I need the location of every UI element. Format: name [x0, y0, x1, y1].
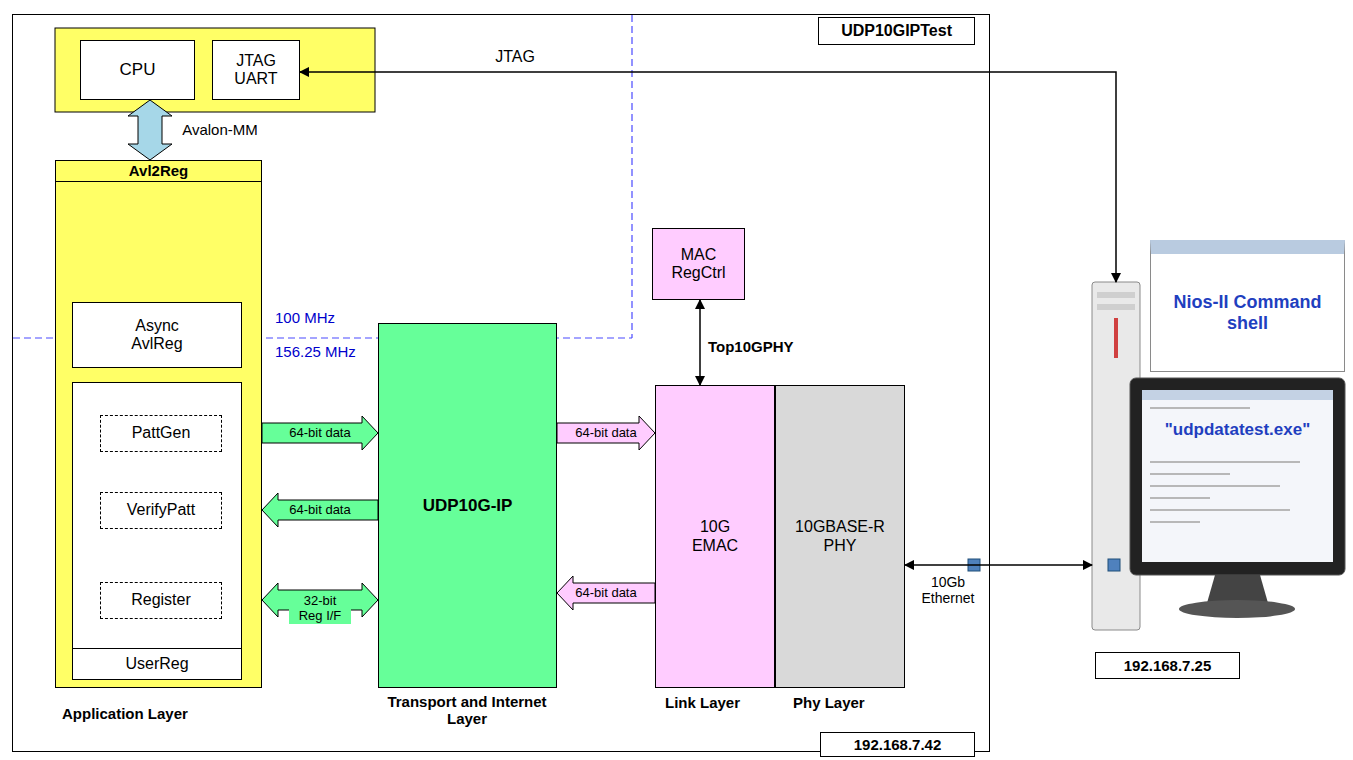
- ip-address-box: 192.168.7.42: [820, 732, 975, 757]
- mac-reg-box: MAC RegCtrl: [652, 228, 745, 300]
- data-arrow: [557, 416, 655, 450]
- box-label: 192.168.7.25: [1124, 657, 1212, 674]
- layer-label: 100 MHz: [275, 309, 335, 326]
- box-label: Async AvlReg: [122, 317, 192, 354]
- edge-label: 64-bit data: [573, 426, 638, 441]
- data-arrow: [262, 493, 378, 527]
- box-label: Nios-II Command shell: [1155, 292, 1340, 333]
- layer-label: Transport and Internet Layer: [372, 693, 562, 728]
- uart-box: JTAG UART: [212, 40, 300, 100]
- edge-label: 64-bit data: [573, 586, 638, 601]
- ip-address-box: 192.168.7.25: [1095, 652, 1240, 679]
- module-box: VerifyPatt: [100, 492, 222, 529]
- signal-line: [905, 564, 1092, 566]
- box-label: VerifyPatt: [127, 501, 195, 519]
- edge-label: 64-bit data: [287, 426, 352, 441]
- box-label: Register: [131, 591, 191, 609]
- box-label: UDP10GIPTest: [818, 17, 975, 45]
- data-arrow: [262, 416, 378, 450]
- box-label: 10GBASE-R PHY: [790, 518, 890, 555]
- avl2reg-box: Async AvlRegPattGenVerifyPattRegisterUse…: [55, 160, 262, 688]
- ip-core-box: UDP10G-IP: [378, 323, 557, 688]
- layer-label: 10Gb Ethernet: [910, 574, 986, 606]
- box-label: UserReg: [73, 648, 241, 679]
- async-reg-box: Async AvlReg: [72, 302, 242, 368]
- layer-label: Phy Layer: [793, 694, 865, 711]
- module-box: Register: [100, 582, 222, 619]
- edge-label: Avalon-MM: [180, 121, 260, 138]
- pc-box: "udpdatatest.exe": [1092, 282, 1345, 622]
- signal-line: [300, 72, 1116, 282]
- emac-box: 10G EMAC: [655, 385, 775, 688]
- clock-domain-line: [631, 15, 632, 338]
- phy-box: 10GBASE-R PHY: [775, 385, 905, 688]
- ethernet-port: [1108, 559, 1120, 571]
- box-label: MAC RegCtrl: [668, 246, 730, 283]
- userreg-box: PattGenVerifyPattRegisterUserReg: [72, 382, 242, 680]
- layer-label: Link Layer: [665, 694, 740, 711]
- shell-window: Nios-II Command shell: [1150, 240, 1345, 372]
- box-label: Avl2Reg: [56, 161, 261, 182]
- layer-label: 156.25 MHz: [275, 343, 356, 360]
- module-box: PattGen: [100, 415, 222, 452]
- box-label: JTAG UART: [224, 52, 288, 89]
- edge-label: JTAG: [493, 48, 537, 66]
- data-arrow: [557, 576, 655, 610]
- box-label: "udpdatatest.exe": [1142, 420, 1333, 440]
- layer-label: Application Layer: [62, 705, 188, 722]
- box-label: PattGen: [132, 424, 191, 442]
- edge-label: 32-bit Reg I/F: [289, 594, 351, 624]
- edge-label: 64-bit data: [287, 503, 352, 518]
- system-boundary: CPU JTAG UART Async AvlRegPattGenVerifyPat…: [12, 14, 990, 752]
- box-label: UDP10G-IP: [423, 496, 513, 516]
- cpu-box: CPU: [80, 40, 195, 100]
- box-label: 192.168.7.42: [854, 736, 942, 753]
- signal-line: [699, 300, 701, 385]
- layer-label: Top10GPHY: [708, 338, 794, 355]
- box-label: CPU: [120, 60, 156, 80]
- data-arrow: [128, 100, 172, 160]
- box-label: 10G EMAC: [685, 518, 745, 555]
- cpu-group-box: [55, 28, 375, 112]
